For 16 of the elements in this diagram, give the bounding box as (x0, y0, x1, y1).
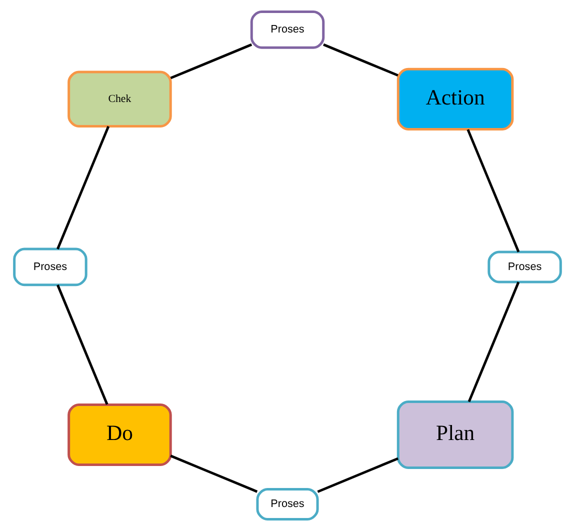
connector (466, 129, 520, 252)
node-box: Proses (12, 248, 87, 286)
node-box: Proses (256, 488, 318, 521)
node-box: Chek (67, 70, 172, 128)
connector (56, 126, 110, 250)
connector (56, 284, 108, 405)
node-box: Proses (250, 10, 324, 49)
connector (322, 43, 398, 77)
connector (170, 454, 258, 493)
connector (467, 282, 520, 402)
node-box: Plan (396, 400, 514, 469)
node-box: Proses (487, 250, 562, 284)
node-box: Action (396, 68, 514, 130)
connector (316, 457, 398, 493)
node-box: Do (67, 403, 172, 466)
connector (170, 43, 252, 80)
